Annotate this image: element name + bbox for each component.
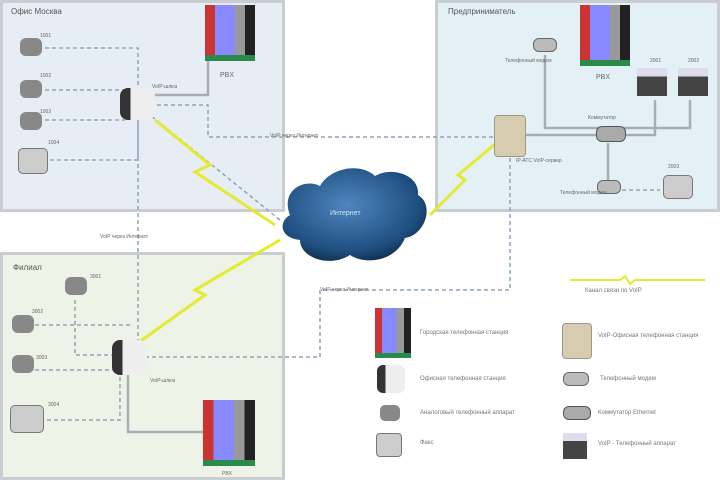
legend-phone-icon <box>380 405 400 421</box>
moscow-pbx-label: PBX <box>220 72 235 79</box>
wireless-branch <box>134 238 281 347</box>
legend-wireless-line <box>570 274 705 286</box>
legend-voip-server-icon <box>562 323 592 359</box>
pbx-icon <box>205 5 255 61</box>
ent-pbx-label: PBX <box>596 74 611 81</box>
ent-ipphone-2-label: 2002 <box>688 58 700 64</box>
branch-phone-1-label: 3001 <box>90 274 102 280</box>
link-label-branch-entrepreneur: VoIP через Интернет <box>320 287 369 293</box>
link-moscow-entrepreneur <box>150 104 495 138</box>
legend-gateway-icon <box>377 365 405 393</box>
moscow-phone-2-label: 1002 <box>40 73 52 79</box>
ent-fax-label: 2003 <box>668 164 680 170</box>
moscow-phone-1-label: 1001 <box>40 33 52 39</box>
moscow-phone-3-label: 1003 <box>40 109 52 115</box>
legend-pbx-icon <box>375 308 411 358</box>
pbx-icon <box>580 5 630 66</box>
modem-icon <box>533 38 557 52</box>
ip-phone-icon <box>678 68 708 96</box>
legend-item-8: VoIP - Телефонный аппарат <box>598 441 676 447</box>
wireless-entrepreneur <box>428 138 501 217</box>
link-moscow-fax <box>50 115 139 161</box>
fax-icon <box>18 148 48 174</box>
link-branch-entrepreneur <box>145 150 511 358</box>
legend-item-2: Офисная телефонная станция <box>420 376 506 382</box>
ent-server-label: IP-АТС VoIP-сервер <box>516 158 562 164</box>
phone-icon <box>20 80 42 98</box>
legend-ip-phone-icon <box>563 433 587 459</box>
switch-icon <box>596 126 626 142</box>
branch-phone-3-label: 3003 <box>36 355 48 361</box>
zone-entrepreneur-title: Предприниматель <box>448 7 516 16</box>
cloud-label: Интернет <box>330 210 361 217</box>
legend-wireless-label: Канал связи по VoIP <box>585 288 642 294</box>
phone-icon <box>12 315 34 333</box>
legend-item-3: Аналоговый телефонный аппарат <box>420 410 515 416</box>
ip-phone-icon <box>637 68 667 96</box>
gateway-icon <box>120 88 155 120</box>
link-moscow-pbx <box>150 60 210 97</box>
ent-modem2-label: Телефонный модем <box>560 190 607 196</box>
moscow-fax-label: 1004 <box>48 140 60 146</box>
fax-icon <box>10 405 44 433</box>
link-moscow-phone1 <box>45 47 139 95</box>
ent-ipphone-1-label: 2001 <box>650 58 662 64</box>
phone-icon <box>20 112 42 130</box>
link-label-moscow-branch: VoIP через Интернет <box>100 234 149 240</box>
legend-item-5: VoIP-Офисная телефонная станция <box>598 333 699 339</box>
legend-switch-icon <box>563 406 591 420</box>
gateway-icon <box>112 340 147 375</box>
phone-icon <box>12 355 34 373</box>
zone-branch-title: Филиал <box>13 263 42 272</box>
branch-pbx-label: PBX <box>222 471 233 477</box>
wireless-moscow <box>154 118 276 227</box>
branch-gateway-label: VoIP-шлюз <box>150 378 176 384</box>
legend-item-7: Коммутатор Ethernet <box>598 410 656 416</box>
phone-icon <box>20 38 42 56</box>
link-branch-phone1 <box>74 300 120 356</box>
zone-moscow-title: Офис Москва <box>11 7 62 16</box>
link-ent-switch-phones <box>620 100 692 137</box>
legend-item-1: Городская телефонная станция <box>420 330 509 336</box>
ent-switch-label: Коммутатор <box>588 115 616 121</box>
branch-fax-label: 3004 <box>48 402 60 408</box>
branch-phone-2-label: 3002 <box>32 309 44 315</box>
legend-item-4: Факс <box>420 440 434 446</box>
pbx-icon <box>203 400 255 466</box>
fax-icon <box>663 175 693 199</box>
ent-modem1-label: Телефонный модем <box>505 58 552 64</box>
moscow-gateway-label: VoIP-шлюз <box>152 84 178 90</box>
legend-item-6: Телефонный модем <box>600 376 656 382</box>
modem-icon <box>597 180 621 194</box>
phone-icon <box>65 277 87 295</box>
link-label-moscow-entrepreneur: VoIP через Интернет <box>270 133 319 139</box>
legend-modem-icon <box>563 372 589 386</box>
link-branch-fax <box>40 360 121 421</box>
link-branch-pbx <box>126 370 215 434</box>
voip-server-icon <box>494 115 526 157</box>
legend-fax-icon <box>376 433 402 457</box>
internet-cloud <box>282 168 427 261</box>
link-ent-modem-switch <box>543 55 600 130</box>
